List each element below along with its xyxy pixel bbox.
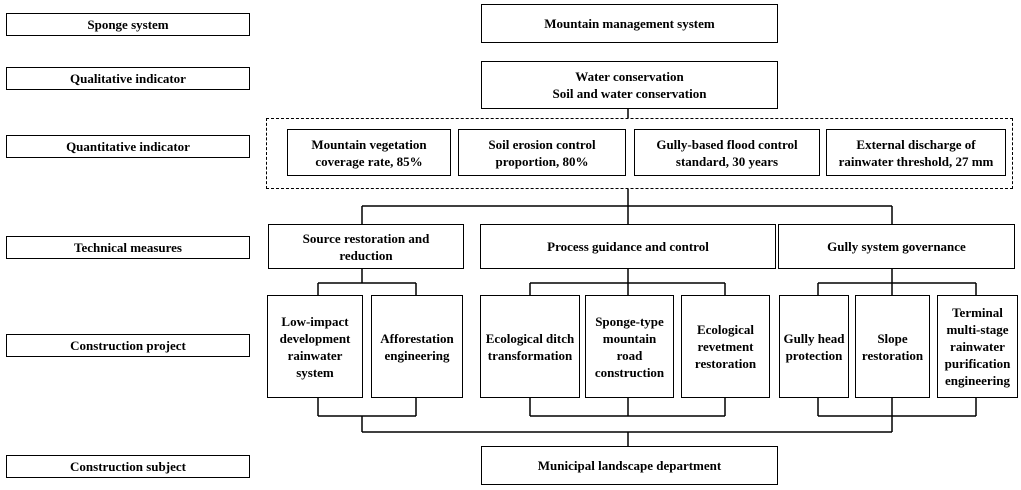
project-box-6: Gully head protection — [779, 295, 849, 398]
quantitative-box-3: Gully-based flood control standard, 30 y… — [634, 129, 820, 176]
measure-box-2: Process guidance and control — [480, 224, 776, 269]
qualitative-line-1: Water conservation — [575, 69, 684, 84]
project-box-3: Ecological ditch transformation — [480, 295, 580, 398]
label-construction-subject: Construction subject — [6, 455, 250, 478]
label-qualitative-indicator: Qualitative indicator — [6, 67, 250, 90]
project-box-5: Ecological revetment restoration — [681, 295, 770, 398]
top-system-box: Mountain management system — [481, 4, 778, 43]
subject-box: Municipal landscape department — [481, 446, 778, 485]
label-quantitative-indicator: Quantitative indicator — [6, 135, 250, 158]
label-construction-project: Construction project — [6, 334, 250, 357]
measure-box-1: Source restoration and reduction — [268, 224, 464, 269]
measure-box-3: Gully system governance — [778, 224, 1015, 269]
quantitative-box-4: External discharge of rainwater threshol… — [826, 129, 1006, 176]
label-sponge-system: Sponge system — [6, 13, 250, 36]
qualitative-box: Water conservation Soil and water conser… — [481, 61, 778, 109]
label-technical-measures: Technical measures — [6, 236, 250, 259]
project-box-4: Sponge-type mountain road construction — [585, 295, 674, 398]
project-box-2: Afforestation engineering — [371, 295, 463, 398]
quantitative-box-1: Mountain vegetation coverage rate, 85% — [287, 129, 451, 176]
quantitative-frame — [266, 118, 1013, 189]
quantitative-box-2: Soil erosion control proportion, 80% — [458, 129, 626, 176]
qualitative-line-2: Soil and water conservation — [552, 86, 707, 101]
project-box-7: Slope restoration — [855, 295, 930, 398]
project-box-8: Terminal multi-stage rainwater purificat… — [937, 295, 1018, 398]
project-box-1: Low-impact development rainwater system — [267, 295, 363, 398]
